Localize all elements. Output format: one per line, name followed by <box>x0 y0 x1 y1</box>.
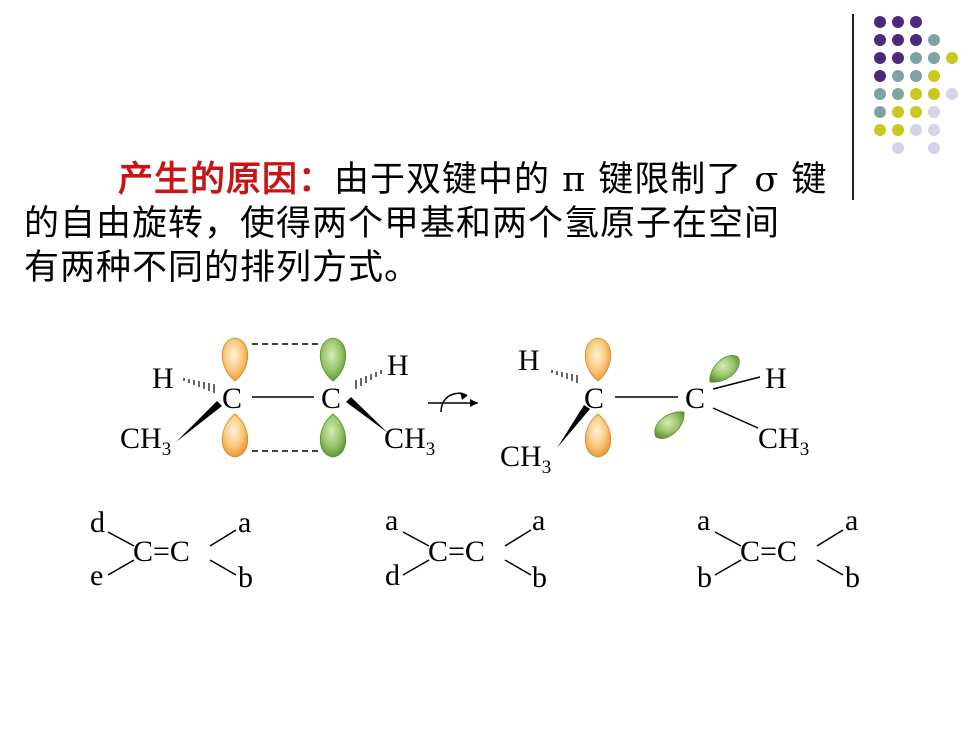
substituent-label: a <box>697 504 710 537</box>
alkene-structure-3: a b C=C a b <box>697 504 860 594</box>
atom-label-h: H <box>518 344 540 377</box>
atom-label-h: H <box>152 362 174 395</box>
substituent-label: d <box>385 559 400 592</box>
alkene-core: C=C <box>133 535 190 568</box>
p-orbital-lobe <box>585 413 611 458</box>
orbital-diagram-before: H C C H CH3 CH3 <box>120 337 435 460</box>
substituent-label: a <box>845 504 858 537</box>
atom-label-c: C <box>584 382 604 415</box>
wedge-bond <box>176 401 222 442</box>
alkene-core: C=C <box>428 535 485 568</box>
substituent-label: e <box>90 559 103 592</box>
alkene-structure-2: a d C=C a b <box>385 504 547 594</box>
atom-label-c: C <box>685 382 705 415</box>
substituent-label: a <box>532 504 545 537</box>
p-orbital-lobe <box>222 337 248 382</box>
vertical-rule <box>852 14 854 200</box>
substituent-label: b <box>845 561 860 594</box>
p-orbital-lobe <box>654 411 685 439</box>
substituent-label: a <box>238 506 251 539</box>
hashed-bond <box>355 370 382 389</box>
paragraph-line-3: 有两种不同的排列方式。 <box>24 248 421 288</box>
atom-label-c: C <box>222 382 242 415</box>
methyl-label: CH3 <box>120 422 171 460</box>
substituent-label: a <box>385 504 398 537</box>
substituent-label: d <box>90 506 105 539</box>
paragraph-line-2: 的自由旋转，使得两个甲基和两个氢原子在空间 <box>24 204 781 244</box>
alkene-core: C=C <box>740 535 797 568</box>
p-orbital-lobe <box>222 413 248 458</box>
single-bond <box>712 376 761 390</box>
reason-label: 产生的原因： <box>118 159 335 200</box>
p-orbital-lobe <box>320 413 346 458</box>
substituent-label: b <box>697 561 712 594</box>
hashed-bond <box>183 378 215 393</box>
methyl-label: CH3 <box>384 422 435 460</box>
wedge-bond <box>346 397 388 433</box>
single-bond <box>712 407 759 429</box>
rotation-arrow-icon <box>428 392 478 413</box>
atom-label-c: C <box>321 382 341 415</box>
p-orbital-lobe <box>709 355 740 383</box>
methyl-label: CH3 <box>500 440 551 478</box>
substituent-label: b <box>532 561 547 594</box>
paragraph-line-1-text: 由于双键中的 π 键限制了 σ 键 <box>334 160 828 200</box>
alkene-structure-1: d e C=C a b <box>90 506 253 594</box>
explanation-paragraph: 产生的原因：由于双键中的 π 键限制了 σ 键 的自由旋转，使得两个甲基和两个氢… <box>24 158 864 290</box>
atom-label-h: H <box>387 349 409 382</box>
alkene-structures: d e C=C a b a d C=C a b a b C=C <box>90 504 860 594</box>
atom-label-h: H <box>765 362 787 395</box>
p-orbital-lobe <box>320 337 346 382</box>
wedge-bond <box>557 405 590 448</box>
hashed-bond <box>551 370 578 383</box>
orbital-diagram-after: H C C H CH3 CH3 <box>500 337 809 478</box>
paragraph-line-1: 产生的原因：由于双键中的 π 键限制了 σ 键 <box>24 158 864 202</box>
p-orbital-lobe <box>585 337 611 382</box>
methyl-label: CH3 <box>758 422 809 460</box>
decorative-dot-grid <box>874 16 958 154</box>
substituent-label: b <box>238 561 253 594</box>
